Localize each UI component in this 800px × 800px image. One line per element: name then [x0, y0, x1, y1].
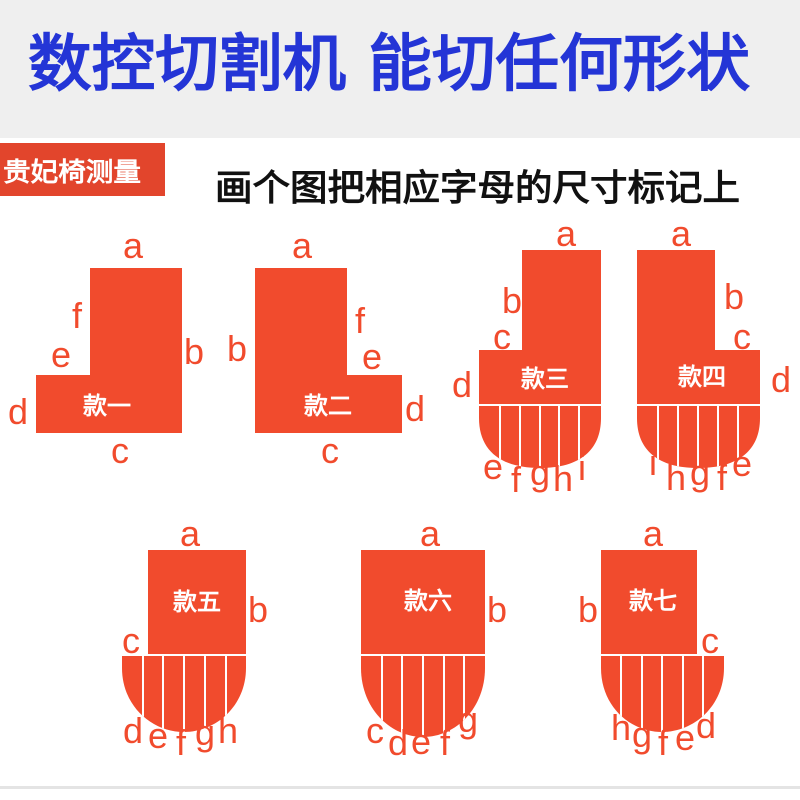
dimension-label-c: c [321, 430, 339, 471]
page-title: 数控切割机 能切任何形状 [28, 27, 751, 100]
dimension-label-c: c [493, 316, 511, 357]
style-2-outline [255, 268, 402, 433]
dimension-label-b: b [578, 589, 598, 630]
category-badge-label: 贵妃椅测量 [3, 157, 141, 188]
style-4-outline [637, 250, 760, 468]
dimension-label-d: d [123, 710, 143, 751]
dimension-label-i: i [578, 447, 586, 488]
style-6-stripes [361, 654, 485, 737]
style-7-group: 款七 a b c d e f g h [578, 513, 724, 763]
style-3-group: 款三 a b c d e f g h i [452, 213, 601, 500]
dimension-label-b: b [184, 331, 204, 372]
bottom-divider [0, 786, 800, 789]
dimension-label-d: d [696, 705, 716, 746]
dimension-label-f: f [511, 459, 522, 500]
dimension-label-b: b [487, 589, 507, 630]
style-4-name: 款四 [678, 362, 726, 391]
dimension-label-d: d [388, 722, 408, 763]
style-6-outline [361, 550, 485, 737]
style-3-outline [479, 250, 601, 468]
dimension-label-d: d [452, 364, 472, 405]
dimension-label-h: h [553, 458, 573, 499]
style-6-name: 款六 [404, 586, 452, 615]
dimension-label-b: b [248, 589, 268, 630]
dimension-label-b: b [227, 328, 247, 369]
dimension-label-c: c [733, 316, 751, 357]
style-7-name: 款七 [629, 586, 677, 615]
dimension-label-e: e [732, 443, 752, 484]
dimension-label-d: d [405, 388, 425, 429]
header-band [0, 0, 800, 138]
style-1-group: 款一 a b c d e f [8, 225, 204, 471]
dimension-label-c: c [111, 430, 129, 471]
dimension-label-e: e [148, 715, 168, 756]
style-7-outline [601, 550, 724, 732]
dimension-label-a: a [292, 225, 313, 266]
dimension-label-g: g [458, 699, 478, 740]
dimension-label-f: f [176, 722, 187, 763]
dimension-label-g: g [690, 452, 710, 493]
dimension-label-a: a [671, 213, 692, 254]
dimension-label-c: c [122, 620, 140, 661]
dimension-label-g: g [530, 452, 550, 493]
dimension-label-b: b [502, 280, 522, 321]
dimension-label-a: a [420, 513, 441, 554]
style-6-group: 款六 a b c d e f g [361, 513, 507, 763]
dimension-label-c: c [701, 620, 719, 661]
dimension-label-a: a [643, 513, 664, 554]
instruction-text: 画个图把相应字母的尺寸标记上 [215, 168, 740, 209]
dimension-label-a: a [123, 225, 144, 266]
dimension-label-a: a [556, 213, 577, 254]
dimension-label-a: a [180, 513, 201, 554]
dimension-label-h: h [611, 707, 631, 748]
style-2-group: 款二 a b c d e f [227, 225, 425, 471]
dimension-label-h: h [666, 457, 686, 498]
style-5-name: 款五 [173, 587, 221, 616]
dimension-label-i: i [649, 442, 657, 483]
style-3-name: 款三 [521, 364, 569, 393]
dimension-label-f: f [440, 722, 451, 763]
dimension-label-f: f [355, 300, 366, 341]
dimension-label-d: d [771, 359, 791, 400]
dimension-label-h: h [218, 710, 238, 751]
dimension-label-e: e [675, 717, 695, 758]
dimension-label-e: e [411, 721, 431, 762]
dimension-label-f: f [72, 295, 83, 336]
dimension-label-g: g [195, 712, 215, 753]
style-1-name: 款一 [83, 391, 131, 420]
dimension-label-e: e [362, 336, 382, 377]
dimension-label-d: d [8, 391, 28, 432]
dimension-label-f: f [717, 457, 728, 498]
dimension-label-c: c [366, 710, 384, 751]
style-4-group: 款四 a b c d e f g h i [637, 213, 791, 498]
dimension-label-g: g [632, 714, 652, 755]
dimension-label-b: b [724, 276, 744, 317]
style-5-group: 款五 a b c d e f g h [122, 513, 268, 763]
style-5-outline [122, 550, 246, 732]
category-badge [0, 143, 165, 196]
dimension-label-f: f [658, 722, 669, 763]
style-1-outline [36, 268, 182, 433]
dimension-label-e: e [483, 446, 503, 487]
dimension-label-e: e [51, 334, 71, 375]
style-2-name: 款二 [304, 391, 352, 420]
